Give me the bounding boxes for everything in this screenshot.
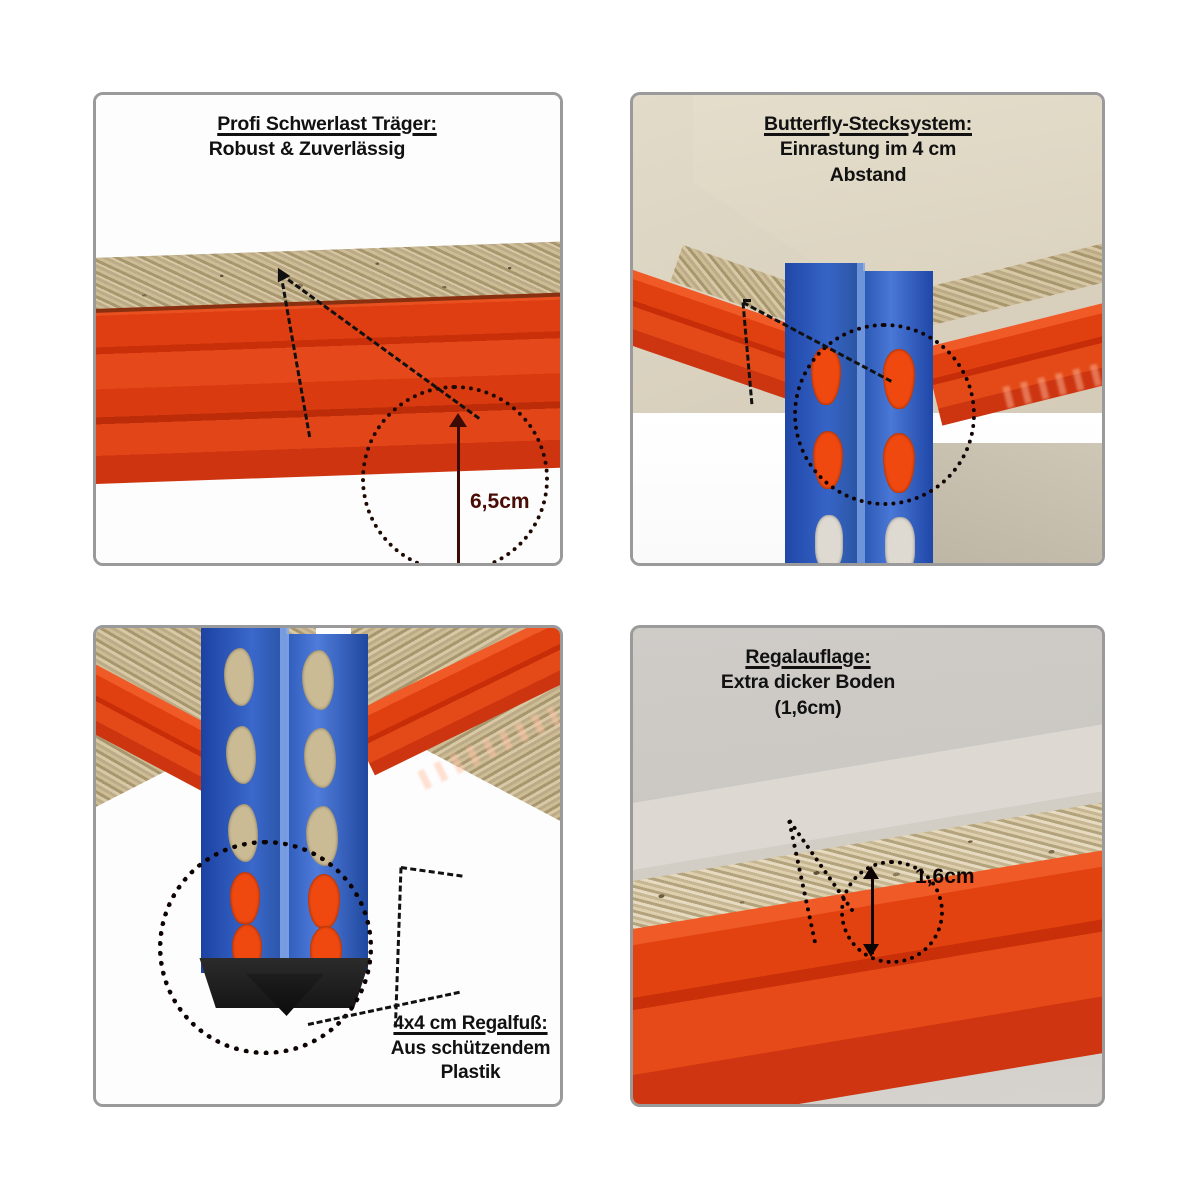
- dimension-line: [457, 418, 460, 563]
- caption-3-line-2: Aus schützendem: [390, 1037, 551, 1059]
- detail-circle-annotation: [361, 385, 549, 563]
- caption-4-line-2: Extra dicker Boden: [720, 671, 896, 694]
- caption-1-line-1: Profi Schwerlast Träger:: [217, 113, 437, 135]
- panel-4-photo: 1,6cm: [633, 628, 1102, 1104]
- beam-height-label: 6,5cm: [470, 490, 530, 513]
- panel-profi-schwerlast-traeger: 6,5cm: [93, 92, 563, 566]
- panel-3-photo: [96, 628, 560, 1104]
- panel-1-photo: 6,5cm: [96, 95, 560, 563]
- detail-circle-annotation: [793, 323, 976, 506]
- dimension-arrow-down-icon: [863, 944, 879, 957]
- caption-2-line-2: Einrastung im 4 cm: [779, 138, 957, 161]
- detail-circle-annotation: [840, 860, 944, 964]
- dimension-line: [871, 871, 874, 954]
- post-slot-icon: [224, 648, 254, 706]
- detail-circle-annotation: [158, 840, 373, 1055]
- post-slot-icon: [304, 728, 336, 788]
- caption-1-line-2: Robust & Zuverlässig: [208, 138, 406, 161]
- caption-2-line-3: Abstand: [829, 163, 907, 186]
- caption-4-line-3: (1,6cm): [774, 696, 842, 719]
- panel-regalauflage: 1,6cm: [630, 625, 1105, 1107]
- board-thickness-label: 1,6cm: [915, 865, 975, 888]
- post-slot-icon: [226, 726, 256, 784]
- caption-3-line-3: Plastik: [440, 1062, 501, 1084]
- blue-post-corner-edge: [280, 628, 289, 973]
- panel-regalfuss: [93, 625, 563, 1107]
- post-slot-icon: [302, 650, 334, 710]
- panel-butterfly-stecksystem: [630, 92, 1105, 566]
- butterfly-slot-empty-icon: [815, 515, 843, 563]
- caption-3-line-1: 4x4 cm Regalfuß:: [393, 1013, 548, 1034]
- caption-2-line-1: Butterfly-Stecksystem:: [763, 113, 972, 135]
- caption-butterfly-stecksystem: Butterfly-Stecksystem: Einrastung im 4 c…: [668, 112, 1068, 188]
- panel-2-photo: [633, 95, 1102, 563]
- caption-regalfuss: 4x4 cm Regalfuß: Aus schützendem Plastik: [378, 1012, 563, 1086]
- caption-4-line-1: Regalauflage:: [745, 646, 871, 668]
- caption-profi-schwerlast-traeger: Profi Schwerlast Träger: Robust & Zuverl…: [112, 112, 542, 163]
- caption-regalauflage: Regalauflage: Extra dicker Boden (1,6cm): [663, 645, 953, 721]
- butterfly-slot-empty-icon: [885, 517, 915, 563]
- leader-line-3: [743, 299, 751, 302]
